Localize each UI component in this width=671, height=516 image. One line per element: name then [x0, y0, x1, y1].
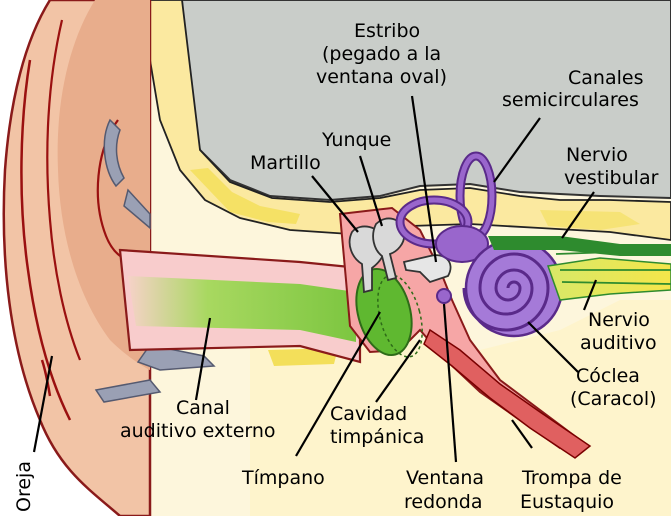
- label-nervio-vestibular-line1: Nervio: [566, 144, 628, 166]
- label-nervio-auditivo-line2: auditivo: [580, 332, 657, 354]
- label-trompa-line1: Trompa de: [521, 467, 622, 489]
- label-canales-line1: Canales: [568, 67, 643, 89]
- label-trompa-line2: Eustaquio: [520, 491, 614, 513]
- label-ventana-redonda-line2: redonda: [404, 491, 483, 513]
- label-oreja: Oreja: [13, 461, 35, 512]
- label-canal-line1: Canal: [176, 397, 230, 419]
- label-cavidad-line2: timpánica: [330, 426, 424, 448]
- label-ventana-redonda-line1: Ventana: [406, 467, 484, 489]
- label-martillo: Martillo: [250, 152, 321, 174]
- label-canales-line2: semicirculares: [502, 89, 639, 111]
- label-yunque: Yunque: [321, 129, 391, 151]
- label-nervio-auditivo-line1: Nervio: [588, 309, 650, 331]
- label-nervio-vestibular-line2: vestibular: [564, 167, 659, 189]
- round-window: [437, 289, 451, 303]
- label-estribo-line1: Estribo: [354, 20, 420, 42]
- label-timpano: Tímpano: [241, 467, 325, 489]
- label-estribo-line3: ventana oval): [316, 66, 447, 88]
- label-canal-line2: auditivo externo: [120, 420, 276, 442]
- label-coclea-line1: Cóclea: [576, 365, 640, 387]
- label-coclea-line2: (Caracol): [570, 388, 657, 410]
- label-estribo-line2: (pegado a la: [322, 43, 441, 65]
- label-cavidad-line1: Cavidad: [330, 403, 407, 425]
